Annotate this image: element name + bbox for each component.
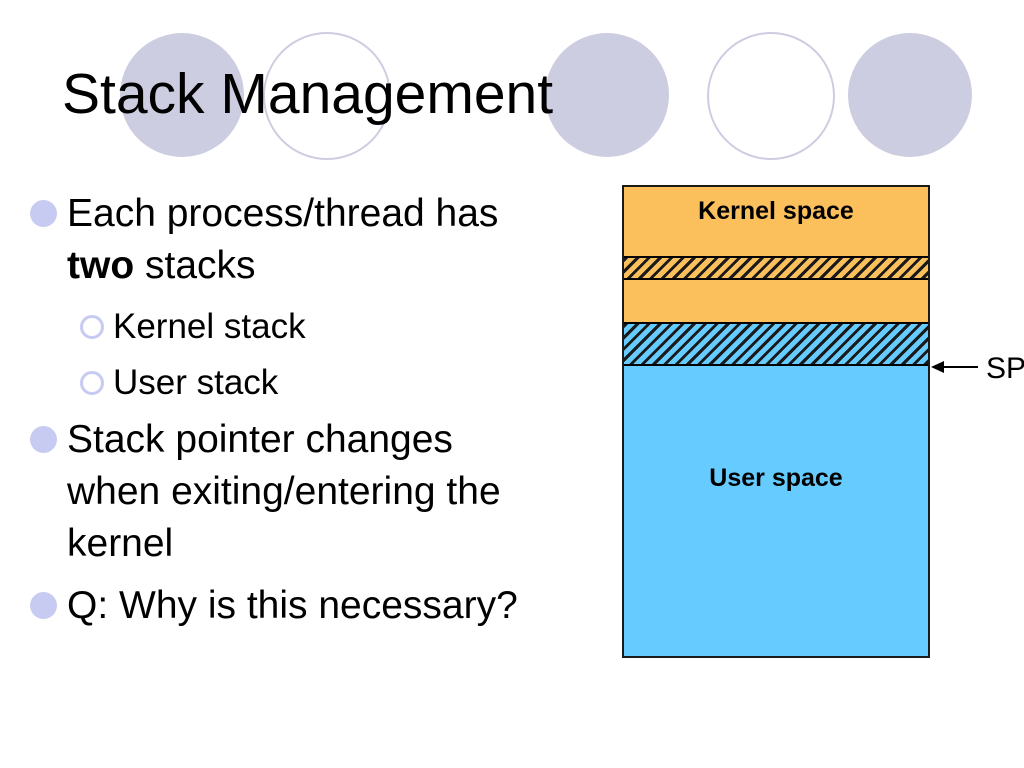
kernel-space-label: Kernel space [698,197,854,225]
kernel-space-lower-region [624,280,928,322]
hollow-bullet-icon [80,371,104,395]
list-item-text: Each process/thread has two stacks [67,188,498,292]
memory-diagram: Kernel space User space [622,185,930,658]
list-item: Stack pointer changes when exiting/enter… [30,414,547,570]
list-item: Q: Why is this necessary? [30,580,547,632]
kernel-stack-hatched-region [624,256,928,280]
list-item-text: Stack pointer changes when exiting/enter… [67,418,501,565]
list-item-text: User stack [113,363,279,402]
sp-arrow-line [943,366,978,368]
page-title: Stack Management [62,62,554,126]
list-item: Kernel stack [80,302,547,352]
list-item: Each process/thread has two stacks [30,188,547,292]
text-run: stacks [134,244,256,287]
bullet-icon [30,200,57,227]
text-run-bold: two [67,244,135,287]
list-item-text: Q: Why is this necessary? [67,584,518,627]
bullet-icon [30,592,57,619]
user-space-label: User space [709,464,843,492]
decor-circle-outline-icon [707,32,835,160]
bullet-list: Each process/thread has two stacks Kerne… [30,188,547,642]
decor-circle-filled-icon [545,33,669,157]
decor-circle-outline-icon [263,32,391,160]
user-space-region: User space [624,366,928,656]
sp-arrowhead-icon [931,361,944,373]
decor-circle-filled-icon [120,33,244,157]
bullet-icon [30,426,57,453]
user-stack-hatched-region [624,322,928,366]
kernel-space-region: Kernel space [624,187,928,256]
list-item: User stack [80,358,547,408]
decor-circle-filled-icon [848,33,972,157]
text-run: Each process/thread has [67,192,499,235]
hollow-bullet-icon [80,315,104,339]
sp-label: SP [986,352,1024,385]
list-item-text: Kernel stack [113,307,306,346]
